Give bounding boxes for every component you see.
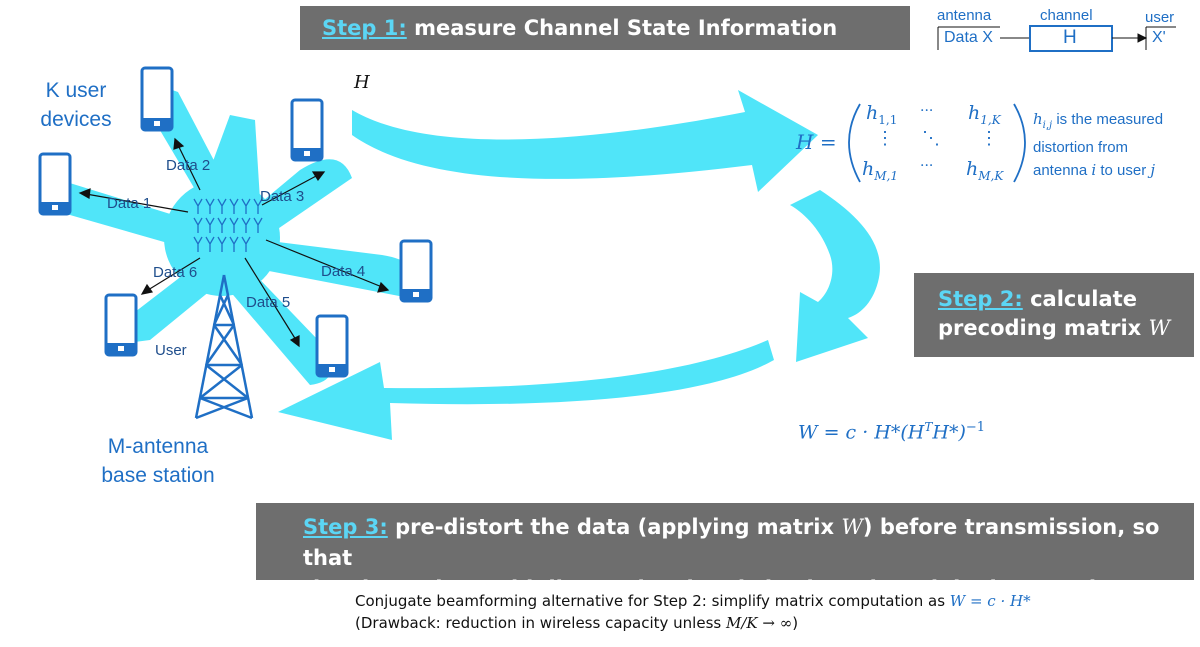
matrix-hdots-bottom: ··· bbox=[920, 158, 934, 174]
step-3-var: W bbox=[841, 515, 863, 539]
step-2-banner: Step 2: calculate precoding matrix W bbox=[914, 273, 1194, 357]
precoding-formula: W = c · H*(HTH*)−1 bbox=[798, 420, 986, 444]
matrix-vdots-left: ⋮ bbox=[876, 128, 894, 149]
cycle-arrow-bottom bbox=[278, 340, 774, 440]
user-label: User bbox=[155, 342, 187, 359]
legend-data-x: Data X bbox=[944, 29, 993, 46]
step-1-text: measure Channel State Information matrix bbox=[322, 16, 838, 84]
matrix-right-paren bbox=[1013, 103, 1026, 183]
matrix-ddots: ⋱ bbox=[922, 128, 940, 149]
step-1-label: Step 1: bbox=[322, 16, 407, 40]
matrix-vdots-right: ⋮ bbox=[980, 128, 998, 149]
cycle-arrow-right bbox=[790, 190, 880, 362]
note-formula-1: W = c · H* bbox=[949, 592, 1031, 610]
cycle-arrow-top bbox=[352, 90, 818, 192]
matrix-hdots-top: ··· bbox=[920, 103, 934, 119]
step-2-var: W bbox=[1148, 316, 1171, 340]
data-label-6: Data 6 bbox=[153, 264, 198, 281]
matrix-left-paren bbox=[848, 103, 861, 183]
beam-arrows bbox=[78, 137, 390, 348]
step-2-line2: precoding matrix bbox=[938, 316, 1149, 340]
step-3-line2: the channels would distort the signals b… bbox=[303, 577, 1164, 601]
matrix-h11: h1,1 bbox=[866, 102, 898, 127]
legend-diagram bbox=[937, 25, 1176, 52]
conjugate-beamforming-note: Conjugate beamforming alternative for St… bbox=[355, 592, 1031, 632]
matrix-hm1: hM,1 bbox=[862, 158, 898, 183]
step-3-line1b: ) before transmission, so that bbox=[303, 515, 1160, 570]
legend-antenna: antenna bbox=[937, 7, 992, 24]
step-3-banner: Step 3: pre-distort the data (applying m… bbox=[256, 503, 1194, 601]
step-3-label: Step 3: bbox=[303, 515, 388, 539]
matrix-h1k: h1,K bbox=[968, 102, 1001, 127]
legend-channel: channel bbox=[1040, 7, 1093, 24]
legend-user: user bbox=[1145, 9, 1175, 26]
top-h-label: H bbox=[354, 72, 370, 93]
data-label-1: Data 1 bbox=[107, 195, 152, 212]
note-formula-2: M/K → ∞ bbox=[725, 614, 793, 632]
legend-h: H bbox=[1063, 27, 1077, 48]
data-label-3: Data 3 bbox=[260, 188, 305, 205]
legend-x-prime: X' bbox=[1152, 29, 1166, 46]
step-3-line1a: pre-distort the data (applying matrix bbox=[387, 515, 842, 539]
matrix-h-lhs: H = bbox=[796, 130, 837, 154]
matrix-hmk: hM,K bbox=[966, 158, 1004, 183]
step-2-label: Step 2: bbox=[938, 287, 1023, 311]
matrix-description: hi,j is the measured distortion from ant… bbox=[1033, 110, 1164, 179]
data-label-5: Data 5 bbox=[246, 294, 291, 311]
step-1-banner: Step 1: measure Channel State Informatio… bbox=[300, 6, 910, 84]
data-label-2: Data 2 bbox=[166, 157, 211, 174]
base-station-tower bbox=[194, 274, 254, 420]
step-2-line1: calculate bbox=[1022, 287, 1137, 311]
antenna-array bbox=[193, 198, 263, 252]
phone-icons bbox=[38, 66, 433, 378]
data-label-4: Data 4 bbox=[321, 263, 366, 280]
